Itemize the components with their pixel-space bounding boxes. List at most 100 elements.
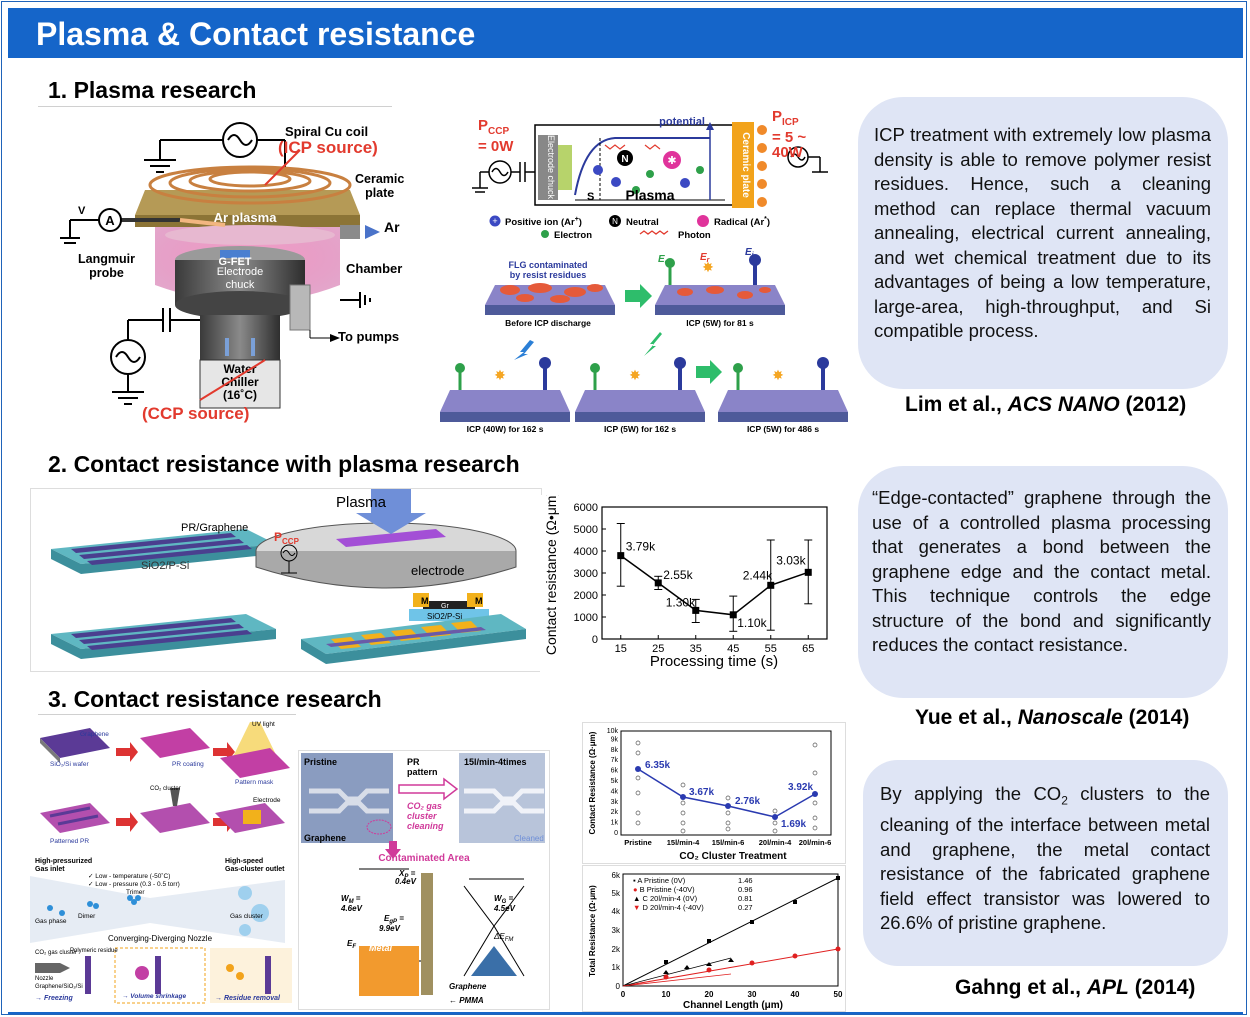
svg-text:4k: 4k <box>612 907 621 916</box>
tr-chart-ylabel: Total Resistance (Ω·μm) <box>588 885 597 977</box>
svg-text:cluster: cluster <box>407 811 437 821</box>
svg-text:EgP =: EgP = <box>384 914 404 925</box>
svg-text:● B Pristine (-40V): ● B Pristine (-40V) <box>633 885 695 894</box>
ammeter-label: A <box>105 213 115 228</box>
svg-text:→ Freezing: → Freezing <box>35 995 73 1002</box>
step3-label: ICP (5W) for 162 s <box>604 424 676 434</box>
svg-text:ΔEFM: ΔEFM <box>493 932 513 943</box>
v-label: V <box>78 205 86 217</box>
chart-ylabel: Contact resistance (Ω•μm) <box>543 495 559 655</box>
step1-label: ICP (5W) for 81 s <box>686 318 754 328</box>
svg-text:WG =: WG = <box>494 894 513 905</box>
potential-label: potential <box>659 116 705 128</box>
data-point <box>767 581 775 589</box>
data-label: 1.10k <box>737 616 767 630</box>
svg-text:CO₂ gas cluster: CO₂ gas cluster <box>35 950 77 956</box>
data-label: 2.44k <box>743 568 773 582</box>
metal-right-label: M <box>475 596 483 606</box>
svg-text:0.27: 0.27 <box>738 903 753 912</box>
svg-text:Ei: Ei <box>745 247 755 259</box>
y-tick-label: 5000 <box>574 524 598 536</box>
svg-text:Gas inlet: Gas inlet <box>35 866 65 873</box>
svg-text:15l/min-6: 15l/min-6 <box>712 838 745 847</box>
summary-bubble-3: By applying the CO2 clusters to the clea… <box>863 760 1228 966</box>
coil-label: Spiral Cu coil <box>285 124 369 139</box>
sio2-label: SiO2/P-Si <box>141 560 189 572</box>
flg-panel-step2: ✸ <box>440 357 570 422</box>
svg-text:+: + <box>492 216 497 226</box>
svg-text:Ee: Ee <box>658 254 669 266</box>
svg-text:4.6eV: 4.6eV <box>340 904 363 913</box>
svg-text:6.35k: 6.35k <box>645 760 670 771</box>
summary-bubble-1: ICP treatment with extremely low plasma … <box>858 97 1228 389</box>
ar-plasma-label: Ar plasma <box>214 210 278 225</box>
flg-panel-before <box>485 283 615 315</box>
x-tick-label: 65 <box>802 643 814 655</box>
svg-text:High-speed: High-speed <box>225 858 263 865</box>
ar-inlet-label: Ar <box>384 219 400 235</box>
svg-text:7k: 7k <box>611 757 619 764</box>
svg-text:→ Residue removal: → Residue removal <box>215 995 281 1002</box>
svg-text:6k: 6k <box>611 768 619 775</box>
svg-text:▼ D 20l/min-4 (-40V): ▼ D 20l/min-4 (-40V) <box>633 903 704 912</box>
y-tick-label: 3000 <box>574 568 598 580</box>
svg-text:✓ Low - temperature (-50˚C): ✓ Low - temperature (-50˚C) <box>88 872 170 880</box>
svg-text:Cleaned: Cleaned <box>514 834 544 843</box>
svg-text:1k: 1k <box>611 820 619 827</box>
svg-text:0.4eV: 0.4eV <box>395 877 417 886</box>
step2-label: ICP (40W) for 162 s <box>467 424 544 434</box>
svg-text:0: 0 <box>614 830 618 837</box>
summary-1-text: ICP treatment with extremely low plasma … <box>874 124 1211 341</box>
svg-text:Graphene: Graphene <box>304 833 346 843</box>
svg-text:Gas-cluster outlet: Gas-cluster outlet <box>225 866 285 873</box>
svg-text:pattern: pattern <box>407 767 438 777</box>
svg-text:EF: EF <box>347 939 356 950</box>
svg-text:N: N <box>621 154 628 165</box>
svg-text:Patterned PR: Patterned PR <box>50 838 89 845</box>
svg-text:Nozzle: Nozzle <box>35 976 54 982</box>
svg-text:Pristine: Pristine <box>624 838 652 847</box>
ceramic-plate-label: Ceramic plate <box>740 132 751 198</box>
legend-photon: Photon <box>678 230 711 241</box>
svg-text:1.46: 1.46 <box>738 876 753 885</box>
svg-text:Electrode: Electrode <box>253 797 281 804</box>
svg-text:PR: PR <box>407 757 420 767</box>
slide-header: Plasma & Contact resistance <box>8 8 1243 58</box>
svg-text:1.69k: 1.69k <box>781 819 806 830</box>
section-3-title: 3. Contact resistance research <box>48 686 382 712</box>
svg-text:Gas phase: Gas phase <box>35 918 67 925</box>
svg-text:SiO₂/Si wafer: SiO₂/Si wafer <box>50 761 89 768</box>
svg-text:CO₂ cluster: CO₂ cluster <box>150 786 181 792</box>
pccp-label: PCCP= 0W <box>478 117 514 155</box>
svg-text:Converging-Diverging Nozzle: Converging-Diverging Nozzle <box>108 934 213 943</box>
svg-text:Graphene: Graphene <box>80 731 109 738</box>
svg-text:→ Volume shrinkage: → Volume shrinkage <box>122 993 186 1000</box>
svg-text:✸: ✸ <box>494 367 506 383</box>
section-1-title: 1. Plasma research <box>48 77 257 103</box>
citation-3: Gahng et al., APL (2014) <box>955 976 1196 999</box>
icp-source-label: (ICP source) <box>278 138 378 157</box>
svg-text:4.5eV: 4.5eV <box>493 904 516 913</box>
data-point <box>729 611 737 619</box>
co2-chart-ylabel: Contact Resistance (Ω·μm) <box>588 731 597 834</box>
x-tick-label: 35 <box>690 643 702 655</box>
pr-graphene-label: PR/Graphene <box>181 522 248 534</box>
co2-chart-xlabel: CO₂ Cluster Treatment <box>679 851 787 862</box>
svg-text:Gas cluster: Gas cluster <box>230 913 264 920</box>
co2-cleaning-process-diagram: Graphene SiO₂/Si wafer PR coating UV lig… <box>30 718 295 1008</box>
citation-2: Yue et al., Nanoscale (2014) <box>915 706 1190 729</box>
gfet-label: G-FET <box>219 256 252 268</box>
svg-text:0.96: 0.96 <box>738 885 753 894</box>
svg-text:Graphene/SiO₂/Si: Graphene/SiO₂/Si <box>35 984 83 990</box>
svg-text:5k: 5k <box>612 889 621 898</box>
svg-text:15l/min-4: 15l/min-4 <box>667 838 700 847</box>
svg-text:9.9eV: 9.9eV <box>379 924 401 933</box>
